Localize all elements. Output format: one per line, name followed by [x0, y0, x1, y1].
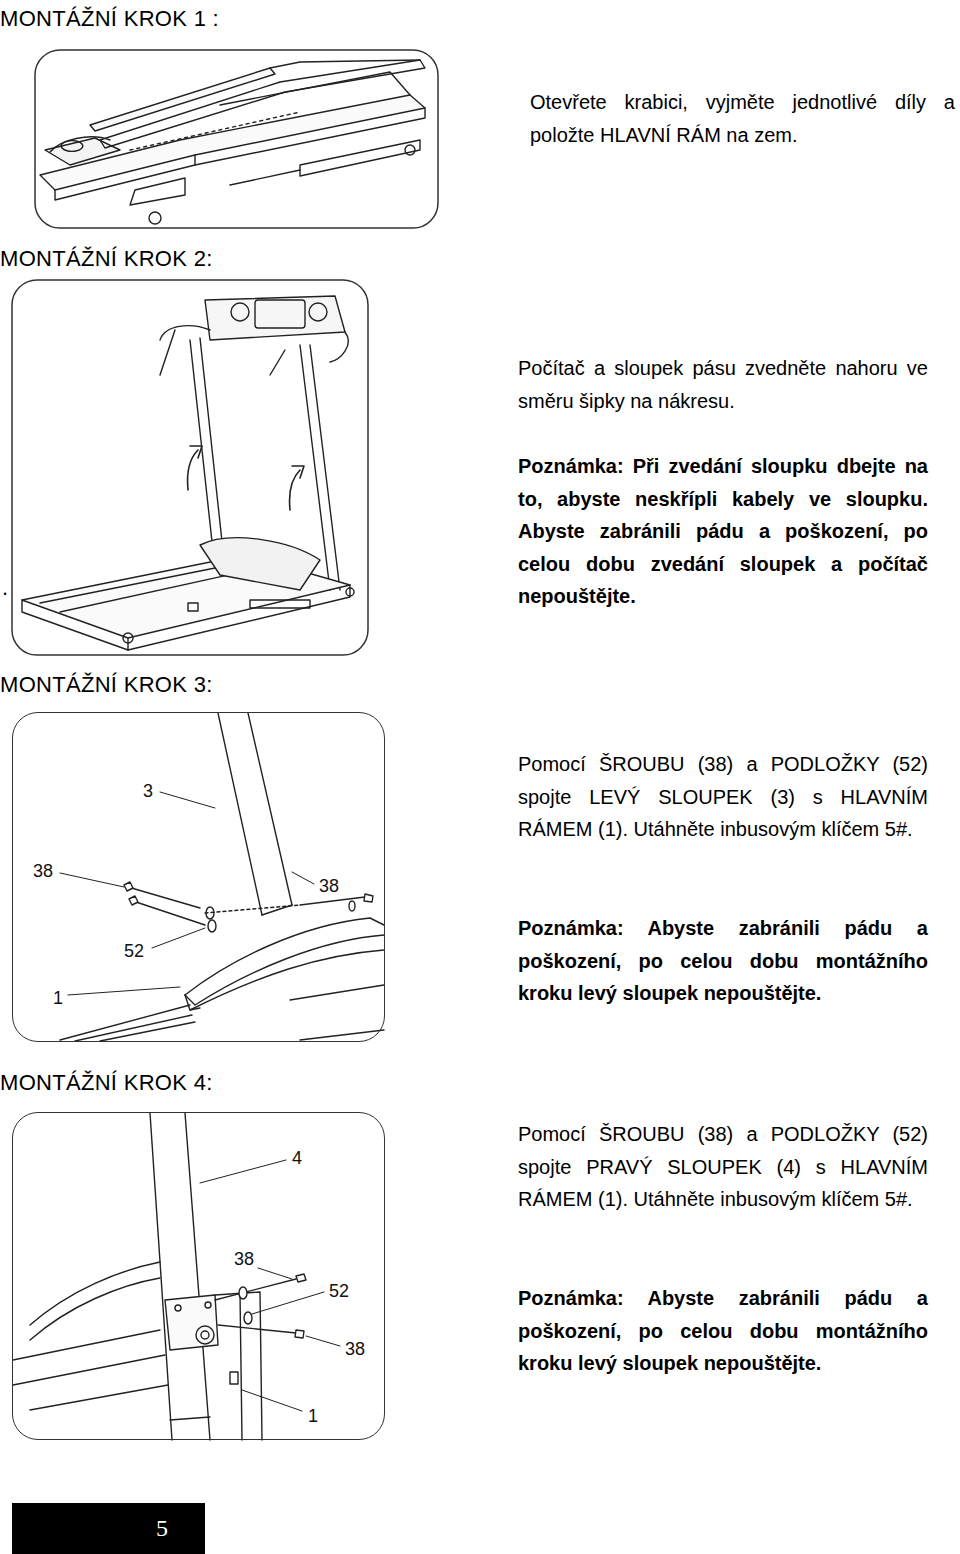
step-heading: MONTÁŽNÍ KROK 2: [0, 246, 213, 272]
callout-number: 38 [345, 1339, 365, 1359]
note-text: Poznámka: Při zvedání sloupku dbejte na … [518, 450, 928, 613]
lift-arrows [187, 446, 304, 510]
step4-illustration-panel: 4 38 52 38 1 [12, 1112, 385, 1440]
leader-lines-step3 [60, 792, 314, 995]
left-column-drawing [60, 713, 384, 1041]
callout-number: 3 [143, 781, 153, 801]
instruction-text: Pomocí ŠROUBU (38) a PODLOŽKY (52) spojt… [518, 1118, 928, 1216]
step3-illustration-panel: 3 38 38 52 1 [12, 712, 385, 1042]
leader-lines-step4 [200, 1160, 340, 1411]
callout-number: 52 [124, 941, 144, 961]
bolts-washers-step4 [215, 1274, 306, 1338]
step-heading: MONTÁŽNÍ KROK 1 : [0, 6, 219, 32]
instruction-text: Otevřete krabici, vyjměte jednotlivé díl… [530, 86, 955, 151]
page-number: 5 [156, 1514, 168, 1542]
instruction-text: Počítač a sloupek pásu zvedněte nahoru v… [518, 352, 928, 417]
step2-frame [12, 280, 368, 655]
callout-number: 4 [292, 1148, 302, 1168]
callout-number: 1 [53, 988, 63, 1008]
instruction-text: Pomocí ŠROUBU (38) a PODLOŽKY (52) spojt… [518, 748, 928, 846]
right-column-drawing [13, 1113, 262, 1440]
step-heading: . [2, 575, 8, 601]
page-number-box: 5 [12, 1503, 205, 1554]
note-text: Poznámka: Abyste zabránili pádu a poškoz… [518, 1282, 928, 1380]
treadmill-upright [22, 296, 354, 650]
callout-number: 38 [319, 876, 339, 896]
callout-number: 52 [329, 1281, 349, 1301]
callout-number: 1 [308, 1406, 318, 1426]
folded-treadmill [40, 60, 425, 224]
step-heading: MONTÁŽNÍ KROK 4: [0, 1070, 213, 1096]
callout-number: 38 [33, 861, 53, 881]
step-heading: MONTÁŽNÍ KROK 3: [0, 672, 213, 698]
note-text: Poznámka: Abyste zabránili pádu a poškoz… [518, 912, 928, 1010]
step1-frame [35, 50, 438, 228]
callout-number: 38 [234, 1249, 254, 1269]
